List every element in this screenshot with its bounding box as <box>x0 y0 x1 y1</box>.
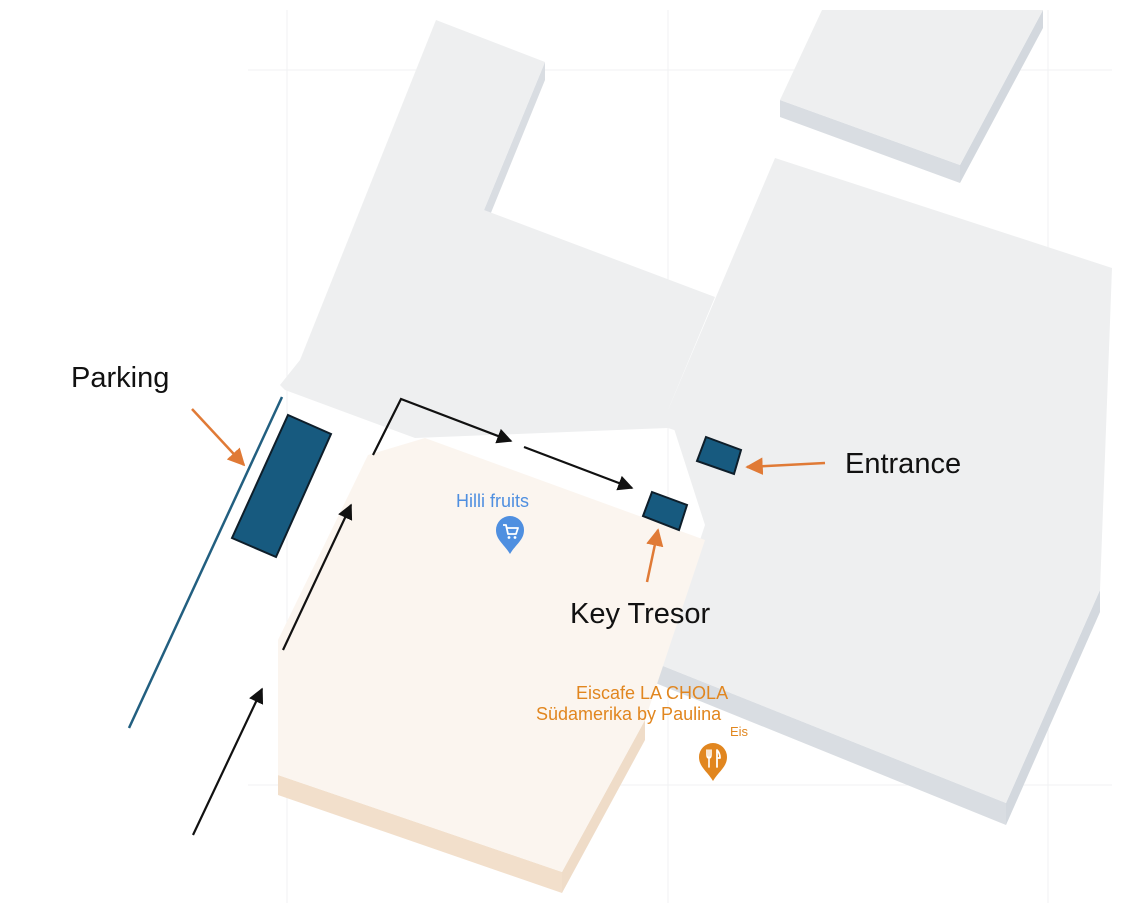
building-highlighted <box>278 438 705 893</box>
route-arrow-3 <box>372 397 513 456</box>
pointer-arrows <box>191 408 826 583</box>
key-tresor-pointer-arrow <box>645 528 664 583</box>
building-top-right <box>780 10 1043 183</box>
building-right <box>648 158 1112 825</box>
key-tresor-label: Key Tresor <box>570 598 711 630</box>
fork-knife-icon[interactable] <box>699 743 727 781</box>
entrance-pointer-arrow <box>745 457 826 475</box>
poi-eiscafe-name-line1[interactable]: Eiscafe LA CHOLA <box>576 683 729 703</box>
poi-hilli-fruits-name[interactable]: Hilli fruits <box>456 491 530 511</box>
route-arrow-1 <box>192 687 264 836</box>
entrance-label: Entrance <box>845 448 962 480</box>
street-line <box>127 396 284 729</box>
route-arrow-2 <box>282 503 353 651</box>
parking-label: Parking <box>71 362 170 394</box>
shopping-cart-icon[interactable] <box>496 516 524 554</box>
parking-marker <box>230 413 333 559</box>
parking-pointer-arrow <box>191 408 246 467</box>
poi-eiscafe-category: Eis <box>730 724 749 739</box>
route-arrows <box>192 397 634 836</box>
poi-eiscafe-name-line2[interactable]: Südamerika by Paulina <box>536 704 722 724</box>
key-tresor-marker <box>641 490 689 532</box>
entrance-marker <box>695 435 743 476</box>
route-arrow-4 <box>523 445 634 491</box>
building-left <box>280 20 715 440</box>
